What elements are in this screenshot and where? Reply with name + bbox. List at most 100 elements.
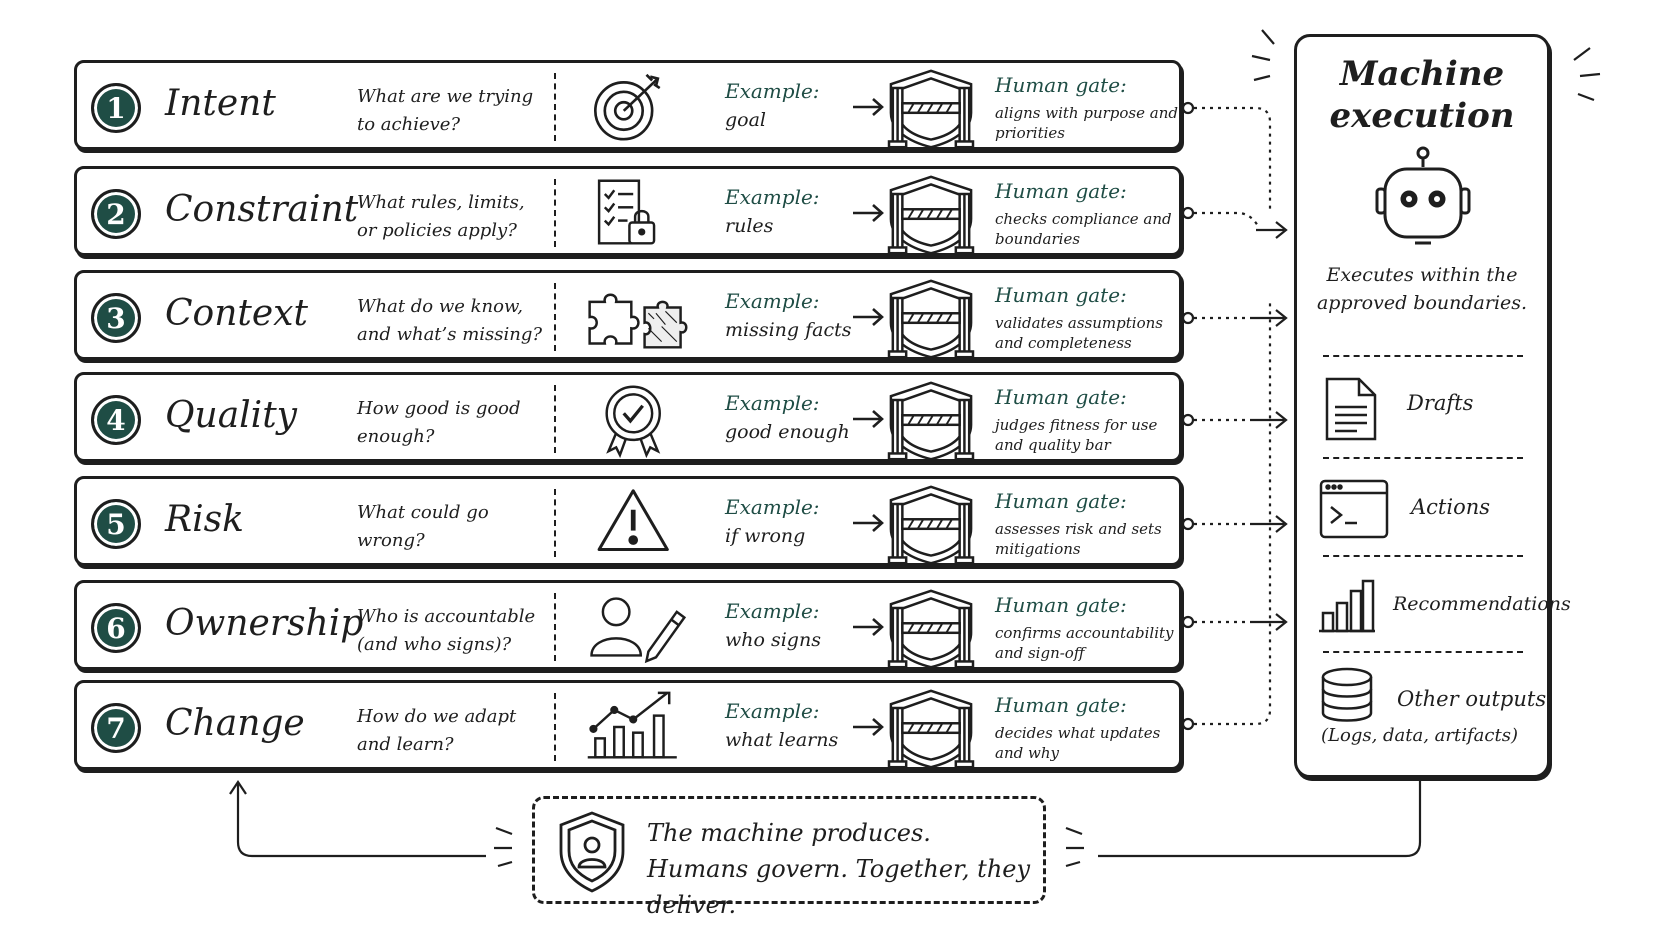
gate-shield-icon [887,485,975,565]
gate-label: Human gate: [995,593,1127,617]
gate-shield-icon [887,689,975,769]
gate-label: Human gate: [995,385,1127,409]
gate-text: checks compliance and boundaries [995,210,1172,248]
database-icon [1321,667,1373,722]
gate-text: aligns with purpose and priorities [995,104,1178,142]
warning-icon [597,489,669,552]
step-number: 4 [91,395,141,445]
summary-banner: The machine produces. Humans govern. Tog… [532,796,1046,919]
arrow-right-icon [853,618,884,636]
example-label: Example: [725,289,820,313]
puzzle-icon [588,293,688,349]
gate-label: Human gate: [995,73,1127,97]
growth-chart-icon [587,691,677,759]
row-context: 3 Context What do we know, and what’s mi… [74,270,1182,360]
terminal-icon [1319,479,1389,539]
example-text: missing facts [725,319,852,341]
step-title: Change [165,703,305,744]
step-question: How do we adapt and learn? [357,706,517,755]
divider [1323,555,1523,557]
gate-text: decides what updates and why [995,724,1161,762]
example-label: Example: [725,79,820,103]
machine-execution-panel: Machine execution Executes within the ap… [1294,34,1571,778]
arrow-right-icon [853,410,884,428]
step-title: Intent [165,83,276,124]
row-divider [554,283,556,351]
banner-text: The machine produces. Humans govern. Tog… [647,815,1043,923]
gate-text: assesses risk and sets mitigations [995,520,1162,558]
banner-line1: The machine produces. [647,819,931,847]
bar-chart-icon [1319,579,1375,633]
output-other: Other outputs [1397,687,1547,711]
divider [1323,355,1523,357]
arrow-right-icon [853,718,884,736]
person-pen-icon [590,597,687,664]
output-actions: Actions [1411,495,1491,519]
step-number: 5 [91,499,141,549]
example-label: Example: [725,599,820,623]
document-icon [1325,377,1377,441]
target-icon [593,73,661,141]
example-text: if wrong [725,525,806,547]
row-divider [554,593,556,661]
example-text: rules [725,215,774,237]
example-label: Example: [725,185,820,209]
step-title: Ownership [165,603,364,644]
row-constraint: 2 Constraint What rules, limits, or poli… [74,166,1182,256]
divider [1323,457,1523,459]
step-question: What are we trying to achieve? [357,86,534,135]
step-number: 6 [91,603,141,653]
step-question: What rules, limits, or policies apply? [357,192,525,241]
row-change: 7 Change How do we adapt and learn? Exam… [74,680,1182,770]
row-quality: 4 Quality How good is good enough? Examp… [74,372,1182,462]
arrow-right-icon [853,98,884,116]
step-title: Quality [165,395,297,436]
example-text: goal [725,109,767,131]
gate-label: Human gate: [995,693,1127,717]
example-label: Example: [725,391,820,415]
divider [1323,651,1523,653]
row-risk: 5 Risk What could go wrong? Example: if … [74,476,1182,566]
gate-label: Human gate: [995,283,1127,307]
row-divider [554,385,556,453]
step-number: 3 [91,293,141,343]
gate-text: validates assumptions and completeness [995,314,1163,352]
step-title: Context [165,293,308,334]
step-question: Who is accountable (and who signs)? [357,606,536,655]
award-badge-icon [605,385,661,459]
gate-label: Human gate: [995,179,1127,203]
robot-icon [1375,146,1471,245]
step-number: 7 [91,703,141,753]
row-divider [554,179,556,247]
gate-label: Human gate: [995,489,1127,513]
gate-text: judges fitness for use and quality bar [995,416,1158,454]
output-other-sub: (Logs, data, artifacts) [1321,725,1518,746]
row-divider [554,489,556,557]
gate-shield-icon [887,381,975,461]
shield-person-icon [559,811,625,893]
row-ownership: 6 Ownership Who is accountable (and who … [74,580,1182,670]
row-divider [554,693,556,761]
output-recommendations: Recommendations [1393,593,1571,615]
machine-title: Machine execution [1329,54,1515,136]
output-drafts: Drafts [1407,391,1474,415]
step-title: Risk [165,499,244,540]
arrow-right-icon [853,514,884,532]
step-question: What do we know, and what’s missing? [357,296,543,345]
gate-shield-icon [887,69,975,149]
step-number: 1 [91,83,141,133]
machine-description: Executes within the approved boundaries. [1316,264,1528,314]
arrow-right-icon [853,204,884,222]
step-title: Constraint [165,189,359,230]
gate-text: confirms accountability and sign-off [995,624,1174,662]
example-text: good enough [725,421,850,443]
gate-shield-icon [887,279,975,359]
gate-shield-icon [887,175,975,255]
banner-line2: Humans govern. Together, they deliver. [647,855,1031,919]
checklist-lock-icon [597,179,656,245]
step-question: What could go wrong? [357,502,489,551]
example-text: who signs [725,629,821,651]
row-intent: 1 Intent What are we trying to achieve? … [74,60,1182,150]
example-label: Example: [725,495,820,519]
example-text: what learns [725,729,839,751]
